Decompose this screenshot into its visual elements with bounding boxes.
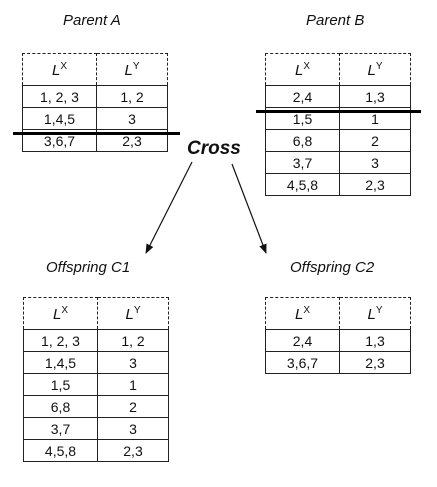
header-lx: LX — [23, 297, 98, 330]
cell-lx: 2,4 — [265, 329, 340, 352]
cell-ly: 2,3 — [339, 173, 411, 196]
header-lx: LX — [265, 297, 340, 330]
cell-lx: 3,7 — [23, 417, 98, 440]
cell-lx: 4,5,8 — [23, 439, 98, 462]
cell-ly: 1, 2 — [96, 85, 168, 108]
cell-ly: 2,3 — [339, 351, 411, 374]
header-lx: LX — [22, 53, 97, 86]
cell-lx: 3,6,7 — [265, 351, 340, 374]
cell-lx: 1, 2, 3 — [23, 329, 98, 352]
header-ly: LY — [97, 297, 169, 330]
cell-ly: 1 — [97, 373, 169, 396]
cell-lx: 1,5 — [23, 373, 98, 396]
parent-b-crossover-cut — [256, 110, 421, 113]
cell-ly: 3 — [97, 417, 169, 440]
offspring-c2-title: Offspring C2 — [290, 259, 375, 276]
header-row: LX LY — [265, 297, 411, 330]
cell-ly: 2 — [97, 395, 169, 418]
header-row: LX LY — [265, 53, 411, 86]
cell-ly: 2,3 — [97, 439, 169, 462]
offspring-c1-title: Offspring C1 — [46, 259, 131, 276]
parent-b-title: Parent B — [306, 12, 365, 29]
header-lx: LX — [265, 53, 340, 86]
header-row: LX LY — [23, 297, 169, 330]
header-ly: LY — [339, 297, 411, 330]
cross-label: Cross — [187, 138, 241, 159]
parent-a-title: Parent A — [63, 12, 121, 29]
cell-lx: 6,8 — [23, 395, 98, 418]
cell-lx: 3,7 — [265, 151, 340, 174]
parent-a-crossover-cut — [13, 132, 180, 135]
cell-ly: 3 — [97, 351, 169, 374]
cell-lx: 1,4,5 — [23, 351, 98, 374]
arrow-to-c1 — [145, 161, 193, 254]
cell-ly: 1, 2 — [97, 329, 169, 352]
cell-ly: 1,3 — [339, 329, 411, 352]
arrow-to-c2 — [231, 163, 267, 254]
